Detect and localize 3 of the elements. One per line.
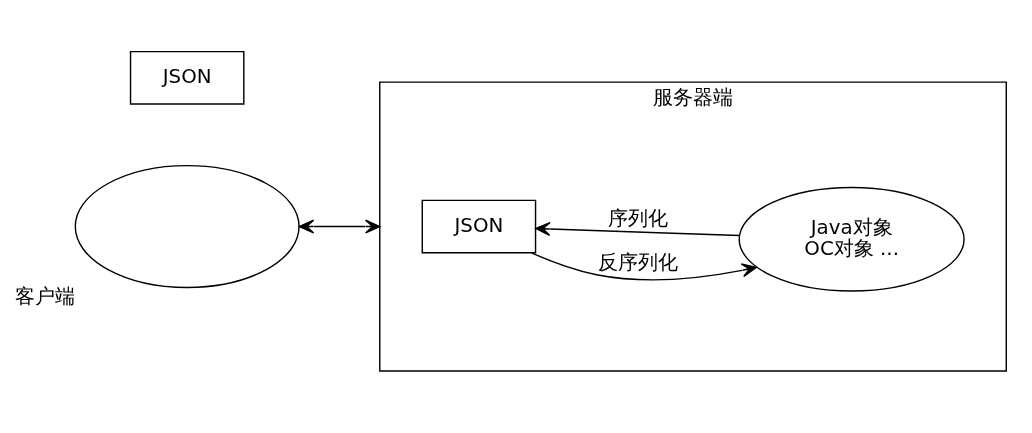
node-label: 客户端 xyxy=(14,284,75,308)
edge-label: 反序列化 xyxy=(597,250,678,274)
edge-label: 序列化 xyxy=(607,206,668,230)
